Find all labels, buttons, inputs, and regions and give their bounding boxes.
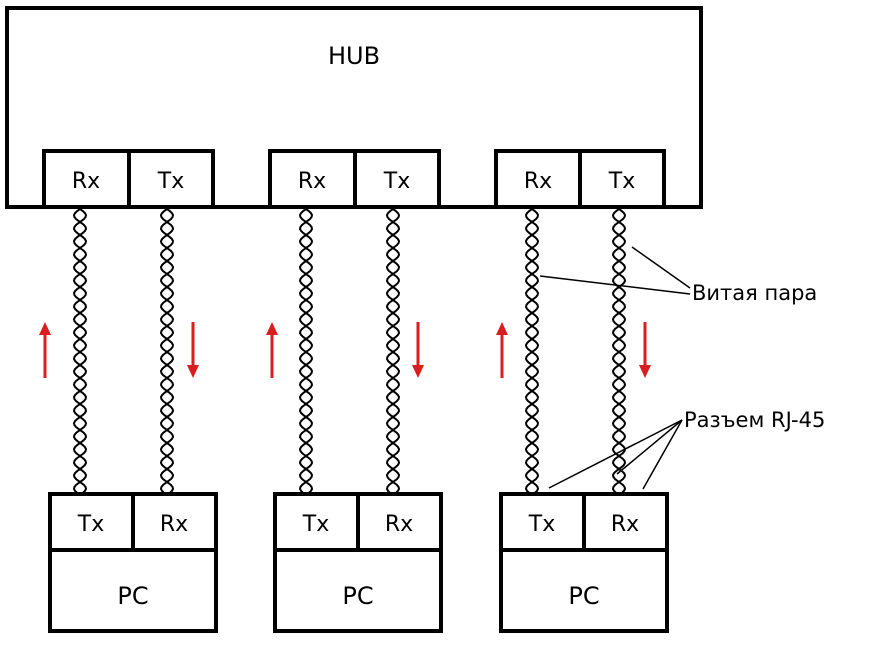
leader-line-connector-3 (642, 419, 683, 490)
hub-port-tx-2 (353, 149, 441, 209)
hub-port-rx-2 (268, 149, 357, 209)
cable-strand-4-2 (385, 208, 401, 494)
pc-port-tx-label-1: Tx (77, 512, 104, 537)
cable-strand-6-2 (611, 208, 627, 494)
pc-2: Tx Rx PC (273, 492, 443, 633)
cable-strand-1-1 (72, 208, 88, 494)
arrow-up-icon-5 (496, 322, 508, 335)
pc-label-2: PC (342, 582, 373, 610)
leader-line-connector-1 (548, 419, 683, 489)
pc-port-rx-label-2: Rx (385, 512, 413, 537)
pc-port-rx-label-1: Rx (160, 512, 188, 537)
arrow-down-icon-6 (639, 365, 651, 378)
pc-label-3: PC (568, 582, 599, 610)
connector-label: Разъем RJ-45 (684, 408, 825, 432)
pc-port-tx-label-2: Tx (302, 512, 329, 537)
hub-port-rx-label-2: Rx (298, 169, 326, 194)
cable-strand-1-2 (72, 208, 88, 494)
hub-port-tx-label-3: Tx (608, 169, 635, 194)
pc-3: Tx Rx PC (499, 492, 669, 633)
cable-strand-4-1 (385, 208, 401, 494)
annotation-connector: Разъем RJ-45 (548, 408, 825, 490)
pc-label-1: PC (117, 582, 148, 610)
annotation-twisted-pair: Витая пара (539, 246, 817, 305)
arrow-up-icon-1 (39, 322, 51, 335)
arrow-up-icon-3 (266, 322, 278, 335)
pc-port-rx-label-3: Rx (611, 512, 639, 537)
cable-strand-5-1 (524, 208, 540, 494)
pc-1: Tx Rx PC (48, 492, 218, 633)
pc-port-tx-label-3: Tx (528, 512, 555, 537)
cable-strand-2-1 (159, 208, 175, 494)
hub-port-tx-1 (127, 149, 215, 209)
cable-strand-3-1 (298, 208, 314, 494)
hub-port-group-3: Rx Tx (494, 149, 666, 209)
hub-port-rx-1 (42, 149, 131, 209)
leader-line-twisted-pair-2 (631, 246, 691, 289)
hub-port-tx-label-1: Tx (157, 169, 184, 194)
twisted-pair-cables (72, 208, 627, 494)
cable-strand-3-2 (298, 208, 314, 494)
hub-port-tx-label-2: Tx (383, 169, 410, 194)
leader-line-connector-2 (616, 419, 683, 475)
hub-label: HUB (328, 42, 380, 70)
hub-port-group-1: Rx Tx (42, 149, 215, 209)
leader-line-twisted-pair-1 (539, 275, 691, 295)
twisted-pair-label: Витая пара (692, 281, 817, 305)
hub-port-rx-3 (494, 149, 582, 209)
hub-port-tx-3 (578, 149, 666, 209)
direction-arrows (39, 322, 651, 378)
hub-port-group-2: Rx Tx (268, 149, 441, 209)
arrow-down-icon-4 (412, 365, 424, 378)
cable-strand-5-2 (524, 208, 540, 494)
arrow-down-icon-2 (187, 365, 199, 378)
cable-strand-6-1 (611, 208, 627, 494)
hub-port-rx-label-3: Rx (524, 169, 552, 194)
cable-strand-2-2 (159, 208, 175, 494)
hub-port-rx-label-1: Rx (72, 169, 100, 194)
